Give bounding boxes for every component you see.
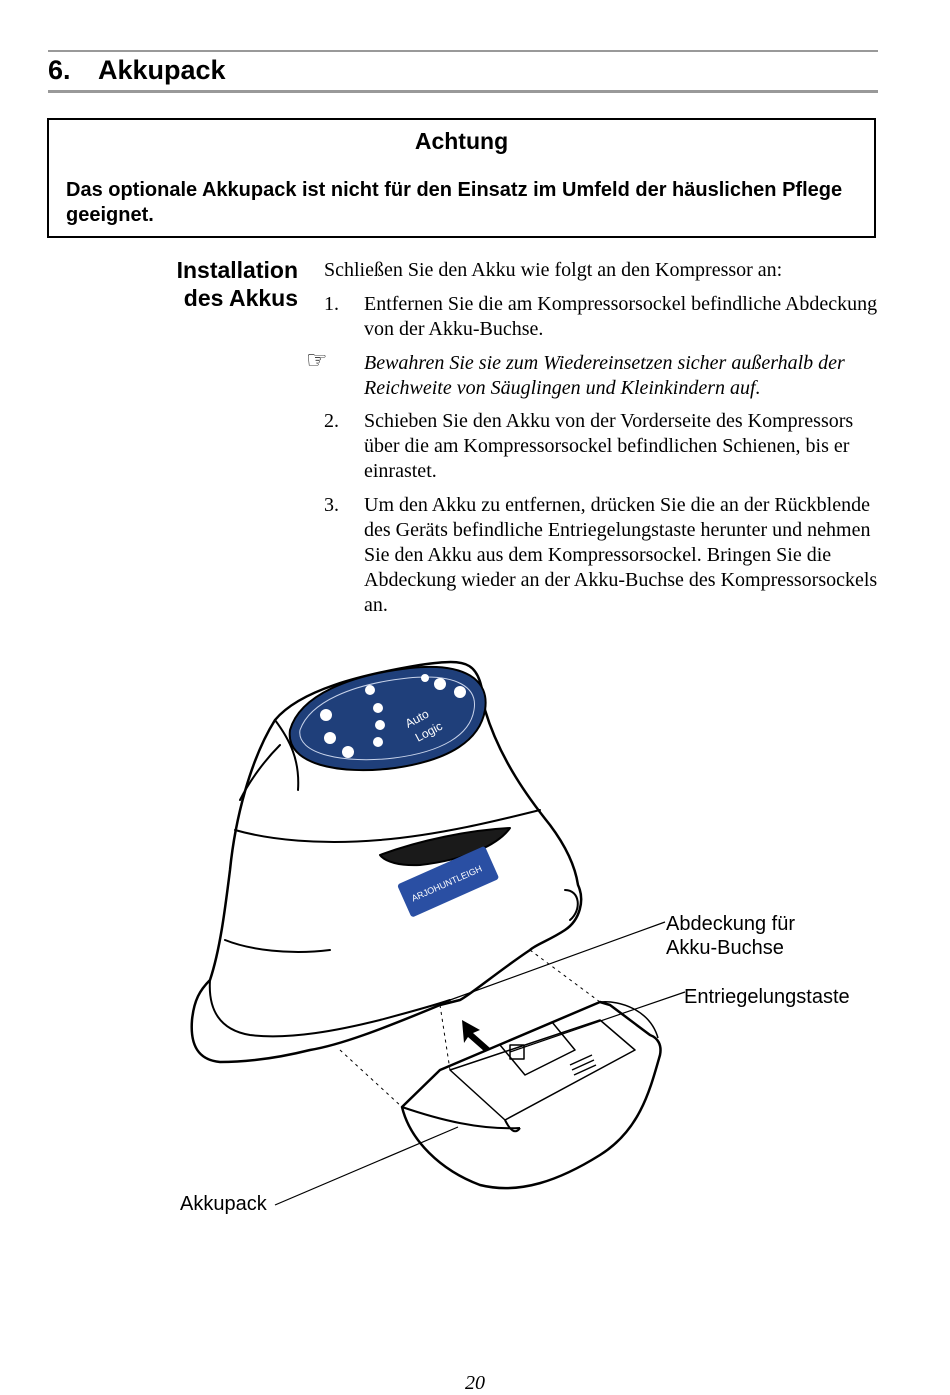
chapter-number: 6. [48, 55, 71, 85]
step-number: 2. [324, 410, 339, 432]
step-text: Um den Akku zu entfernen, drücken Sie di… [364, 494, 878, 616]
callout-cover: Abdeckung für Akku-Buchse [666, 912, 795, 960]
battery-pack [400, 1000, 662, 1190]
header-rule-bottom [48, 90, 878, 93]
header-rule-top [48, 50, 878, 52]
compressor-illustration: Auto Logic ARJOHUNTLEIGH [190, 660, 686, 1206]
step-number: 3. [324, 494, 339, 516]
warning-text: Das optionale Akkupack ist nicht für den… [66, 179, 843, 226]
section-intro: Schließen Sie den Akku wie folgt an den … [324, 259, 783, 281]
control-panel [288, 665, 487, 772]
note-text: Bewahren Sie sie zum Wiedereinsetzen sic… [364, 352, 845, 399]
callout-cover-line1: Abdeckung für [666, 913, 795, 935]
chapter-title: Akkupack [98, 55, 226, 85]
chapter-heading: 6. Akkupack [48, 50, 226, 92]
insert-arrow [462, 1020, 490, 1052]
brand-badge [397, 846, 499, 917]
warning-title: Achtung [414, 128, 509, 154]
pointing-hand-icon: ☞ [306, 346, 328, 374]
step-text: Entfernen Sie die am Kompressorsockel be… [364, 293, 878, 340]
section-heading-line1: Installation [176, 257, 298, 283]
callout-battery-pack: Akkupack [180, 1193, 267, 1215]
section-heading-line2: des Akkus [183, 285, 298, 311]
panel-buttons [320, 674, 466, 758]
step-number: 1. [324, 293, 339, 315]
warning-box: Achtung Das optionale Akkupack ist nicht… [47, 118, 876, 238]
page-number: 20 [465, 1372, 485, 1394]
step-text: Schieben Sie den Akku von der Vorderseit… [364, 410, 854, 482]
callout-cover-line2: Akku-Buchse [666, 937, 784, 959]
callout-release-button: Entriegelungstaste [684, 986, 850, 1008]
section-heading: Installation des Akkus [177, 256, 298, 312]
